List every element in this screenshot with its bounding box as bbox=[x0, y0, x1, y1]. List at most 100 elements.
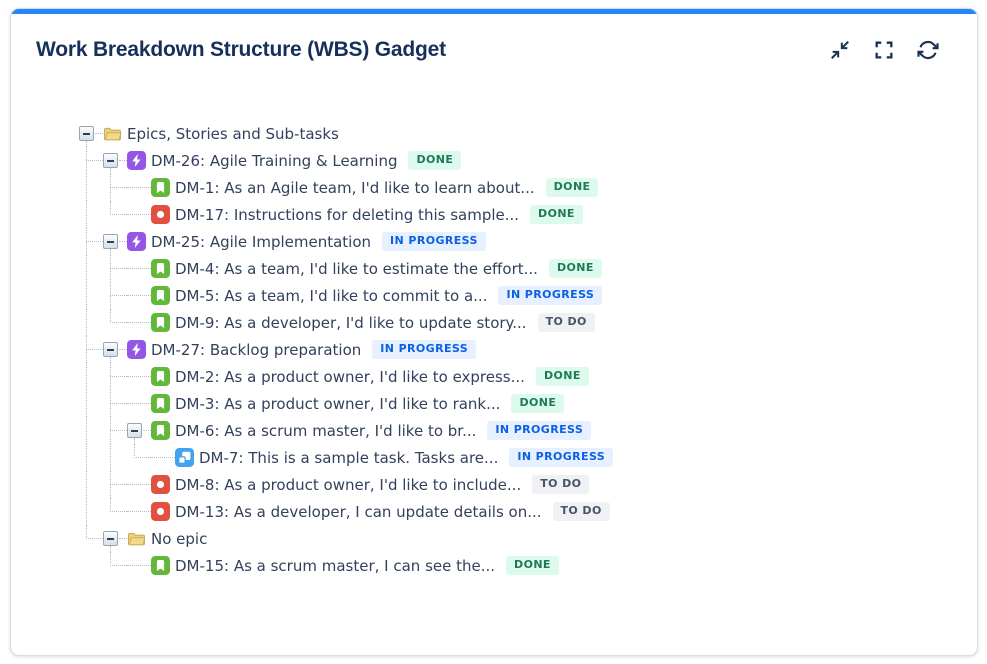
tree-guide bbox=[79, 552, 103, 579]
tree-guide bbox=[79, 228, 103, 255]
tree-guide bbox=[127, 390, 151, 417]
issue-link[interactable]: DM-15: As a scrum master, I can see the.… bbox=[175, 556, 496, 575]
fullscreen-button[interactable] bbox=[872, 39, 895, 62]
tree-guide bbox=[103, 147, 127, 174]
epic-icon bbox=[127, 151, 146, 170]
refresh-button[interactable] bbox=[916, 39, 939, 62]
issue-link[interactable]: DM-26: Agile Training & Learning bbox=[151, 151, 398, 170]
issue-link[interactable]: DM-8: As a product owner, I'd like to in… bbox=[175, 475, 522, 494]
status-badge: IN PROGRESS bbox=[498, 286, 603, 305]
bug-icon bbox=[151, 475, 170, 494]
tree-guide bbox=[79, 120, 103, 147]
group-label: No epic bbox=[151, 529, 208, 548]
issue-link[interactable]: DM-7: This is a sample task. Tasks are..… bbox=[199, 448, 499, 467]
tree-row: No epic bbox=[79, 525, 977, 552]
status-badge: IN PROGRESS bbox=[372, 340, 477, 359]
issue-link[interactable]: DM-17: Instructions for deleting this sa… bbox=[175, 205, 520, 224]
tree-guide bbox=[103, 417, 127, 444]
tree-guide bbox=[127, 552, 151, 579]
status-badge: TO DO bbox=[532, 475, 590, 494]
tree-guide bbox=[127, 255, 151, 282]
issue-link[interactable]: DM-9: As a developer, I'd like to update… bbox=[175, 313, 527, 332]
issue-link[interactable]: DM-2: As a product owner, I'd like to ex… bbox=[175, 367, 525, 386]
tree-guide bbox=[79, 282, 103, 309]
tree-guide bbox=[79, 417, 103, 444]
tree-guide bbox=[103, 390, 127, 417]
status-badge: DONE bbox=[545, 178, 599, 197]
issue-link[interactable]: DM-4: As a team, I'd like to estimate th… bbox=[175, 259, 538, 278]
status-badge: TO DO bbox=[537, 313, 595, 332]
gadget-actions bbox=[828, 39, 939, 62]
tree-guide bbox=[103, 228, 127, 255]
tree-row: DM-4: As a team, I'd like to estimate th… bbox=[79, 255, 977, 282]
page-title: Work Breakdown Structure (WBS) Gadget bbox=[36, 38, 446, 61]
tree-row: DM-9: As a developer, I'd like to update… bbox=[79, 309, 977, 336]
story-icon bbox=[151, 313, 170, 332]
status-badge: IN PROGRESS bbox=[382, 232, 486, 251]
story-icon bbox=[151, 259, 170, 278]
minimize-button[interactable] bbox=[828, 39, 851, 62]
tree-guide bbox=[79, 255, 103, 282]
tree-guide bbox=[79, 498, 103, 525]
story-icon bbox=[151, 556, 170, 575]
status-badge: DONE bbox=[511, 394, 565, 413]
tree-row: DM-17: Instructions for deleting this sa… bbox=[79, 201, 977, 228]
group-label: Epics, Stories and Sub-tasks bbox=[127, 124, 339, 143]
issue-link[interactable]: DM-5: As a team, I'd like to commit to a… bbox=[175, 286, 488, 305]
gadget-accent-bar bbox=[11, 9, 977, 14]
tree-guide bbox=[103, 174, 127, 201]
tree-guide bbox=[103, 552, 127, 579]
story-icon bbox=[151, 394, 170, 413]
tree-guide bbox=[127, 174, 151, 201]
tree-guide bbox=[127, 363, 151, 390]
tree-guide bbox=[79, 336, 103, 363]
tree-expander[interactable] bbox=[103, 531, 118, 546]
tree-guide bbox=[79, 390, 103, 417]
tree-row: DM-8: As a product owner, I'd like to in… bbox=[79, 471, 977, 498]
tree-row: DM-15: As a scrum master, I can see the.… bbox=[79, 552, 977, 579]
issue-link[interactable]: DM-6: As a scrum master, I'd like to br.… bbox=[175, 421, 477, 440]
status-badge: DONE bbox=[408, 151, 462, 170]
tree-row: DM-13: As a developer, I can update deta… bbox=[79, 498, 977, 525]
tree-expander[interactable] bbox=[103, 234, 118, 249]
tree-guide bbox=[103, 498, 127, 525]
tree-guide bbox=[127, 282, 151, 309]
tree-guide bbox=[127, 417, 151, 444]
folder-icon bbox=[103, 124, 122, 143]
fullscreen-icon bbox=[875, 41, 892, 59]
status-badge: IN PROGRESS bbox=[509, 448, 614, 467]
tree-guide bbox=[79, 363, 103, 390]
tree-guide bbox=[103, 282, 127, 309]
tree-guide bbox=[79, 471, 103, 498]
status-badge: DONE bbox=[535, 367, 589, 386]
issue-link[interactable]: DM-1: As an Agile team, I'd like to lear… bbox=[175, 178, 535, 197]
tree-row: DM-2: As a product owner, I'd like to ex… bbox=[79, 363, 977, 390]
epic-icon bbox=[127, 232, 146, 251]
tree-guide bbox=[127, 444, 151, 471]
tree-guide bbox=[79, 174, 103, 201]
tree-guide bbox=[79, 444, 103, 471]
tree-expander[interactable] bbox=[103, 153, 118, 168]
wbs-gadget-card: Work Breakdown Structure (WBS) Gadget bbox=[10, 8, 978, 656]
issue-link[interactable]: DM-25: Agile Implementation bbox=[151, 232, 372, 251]
gadget-header: Work Breakdown Structure (WBS) Gadget bbox=[11, 14, 977, 62]
epic-icon bbox=[127, 340, 146, 359]
bug-icon bbox=[151, 502, 170, 521]
story-icon bbox=[151, 286, 170, 305]
status-badge: DONE bbox=[506, 556, 559, 575]
story-icon bbox=[151, 367, 170, 386]
issue-link[interactable]: DM-27: Backlog preparation bbox=[151, 340, 362, 359]
tree-row: DM-3: As a product owner, I'd like to ra… bbox=[79, 390, 977, 417]
issue-link[interactable]: DM-3: As a product owner, I'd like to ra… bbox=[175, 394, 501, 413]
status-badge: TO DO bbox=[552, 502, 610, 521]
tree-guide bbox=[79, 525, 103, 552]
tree-guide bbox=[79, 147, 103, 174]
issue-link[interactable]: DM-13: As a developer, I can update deta… bbox=[175, 502, 542, 521]
tree-expander[interactable] bbox=[103, 342, 118, 357]
tree-row: DM-25: Agile Implementation IN PROGRESS bbox=[79, 228, 977, 255]
tree-guide bbox=[151, 444, 175, 471]
tree-expander[interactable] bbox=[79, 126, 94, 141]
subtask-icon bbox=[175, 448, 194, 467]
tree-expander[interactable] bbox=[127, 423, 142, 438]
tree-guide bbox=[103, 255, 127, 282]
